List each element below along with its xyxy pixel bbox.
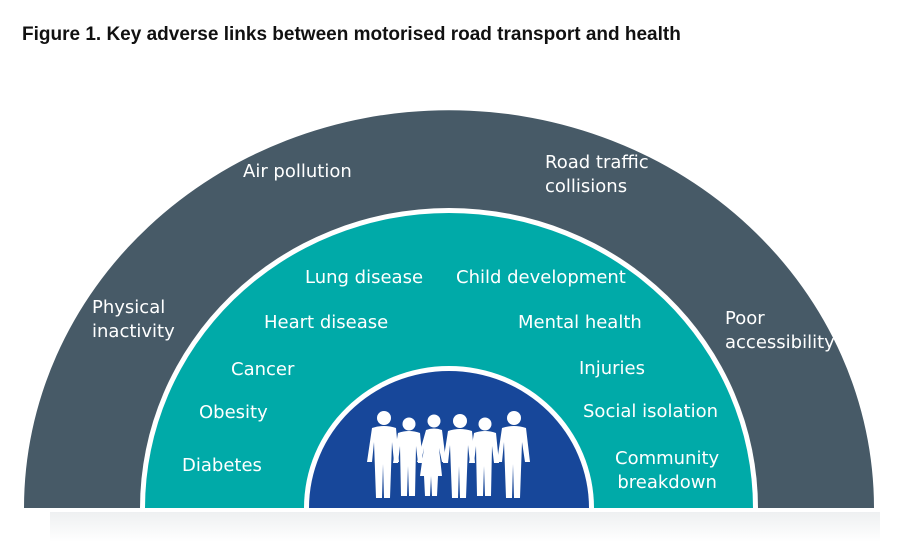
label-diabetes: Diabetes <box>182 455 262 476</box>
person-silhouette <box>469 417 499 496</box>
person-silhouette <box>393 417 423 496</box>
label-injuries: Injuries <box>579 358 645 379</box>
label-child-development: Child development <box>456 267 626 288</box>
label-lung-disease: Lung disease <box>305 267 424 288</box>
label-air-pollution: Air pollution <box>243 161 352 182</box>
label-physical-inactivity: Physical inactivity <box>92 297 175 342</box>
person-silhouette <box>367 411 399 498</box>
label-heart-disease: Heart disease <box>264 312 389 333</box>
label-obesity: Obesity <box>199 402 268 423</box>
ground-shadow <box>50 512 880 542</box>
person-silhouette <box>443 414 475 498</box>
label-poor-accessibility: Poor accessibility <box>725 308 835 353</box>
label-mental-health: Mental health <box>518 312 642 333</box>
person-silhouette <box>417 414 446 496</box>
middle-ring <box>145 213 753 508</box>
label-road-traffic-collisions: Road traffic collisions <box>545 152 649 197</box>
person-silhouette <box>497 411 530 498</box>
figure-title: Figure 1. Key adverse links between moto… <box>22 24 681 45</box>
label-community-breakdown: Community breakdown <box>615 448 720 493</box>
label-social-isolation: Social isolation <box>583 401 718 422</box>
label-cancer: Cancer <box>231 359 295 380</box>
group-of-people-icon <box>367 411 530 498</box>
